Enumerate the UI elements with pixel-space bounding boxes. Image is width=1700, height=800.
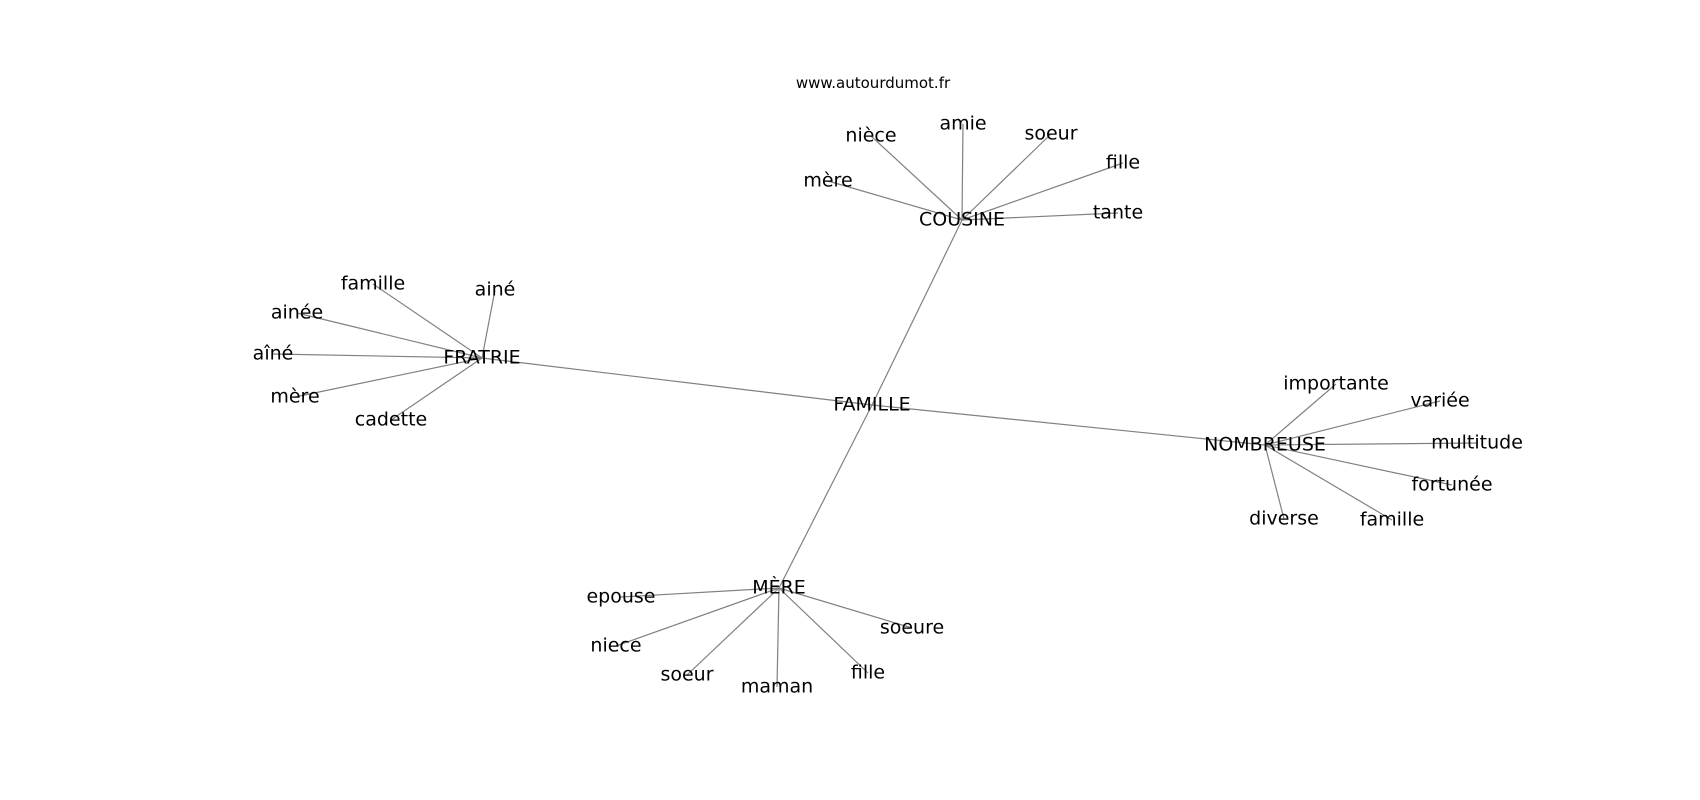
word-node-cousine-tante[interactable]: tante [1093,202,1143,224]
word-node-nombreuse-importante[interactable]: importante [1283,373,1389,395]
edge-mere-maman [776,587,780,688]
edge-mere-epouse [620,587,780,598]
edge-nombreuse-variee [1264,400,1441,446]
word-node-fratrie-cadette[interactable]: cadette [355,409,427,431]
hub-node-fratrie[interactable]: FRATRIE [443,347,520,369]
word-node-fratrie-aine[interactable]: aîné [253,343,294,365]
word-node-cousine-amie[interactable]: amie [939,113,986,135]
graph-edges [272,123,1478,688]
edge-nombreuse-multitude [1264,442,1478,446]
hub-node-cousine[interactable]: COUSINE [919,209,1005,231]
edge-cousine-mere [827,180,963,221]
edge-nombreuse-fortunee [1264,444,1453,486]
edge-center-nombreuse [871,404,1266,446]
word-node-mere-soeure[interactable]: soeure [880,617,944,639]
word-node-mere-niece[interactable]: niece [590,635,641,657]
word-node-nombreuse-fortunee[interactable]: fortunée [1411,474,1492,496]
edge-nombreuse-diverse [1264,444,1285,520]
edge-fratrie-mere [294,357,483,398]
edge-fratrie-famille [372,283,483,359]
edge-mere-niece [615,587,780,647]
edge-fratrie-ainee [296,312,483,359]
graph-labels: www.autourdumot.fr FAMILLE COUSINE nièce am… [253,74,1523,698]
edge-fratrie-cadette [390,357,483,421]
center-node-label[interactable]: FAMILLE [833,394,910,416]
hub-node-nombreuse[interactable]: NOMBREUSE [1204,434,1326,456]
edge-center-mere [778,404,873,589]
word-node-mere-epouse[interactable]: epouse [586,586,655,608]
word-node-cousine-mere[interactable]: mère [803,170,852,192]
edge-nombreuse-famille [1264,444,1393,521]
edge-nombreuse-importante [1264,383,1337,446]
hub-node-mere[interactable]: MÈRE [752,576,806,599]
word-node-fratrie-famille[interactable]: famille [341,273,405,295]
edge-cousine-tante [961,212,1119,221]
word-node-mere-soeur[interactable]: soeur [660,664,713,686]
edge-cousine-fille [961,162,1124,221]
word-node-nombreuse-variee[interactable]: variée [1410,390,1469,412]
word-node-mere-maman[interactable]: maman [741,676,813,698]
edge-cousine-niece [870,135,963,221]
edge-center-fratrie [481,357,873,406]
word-node-fratrie-aine[interactable]: ainé [475,279,516,301]
word-node-nombreuse-famille[interactable]: famille [1360,509,1424,531]
word-node-fratrie-ainee[interactable]: ainée [271,302,323,324]
word-node-cousine-niece[interactable]: nièce [845,125,896,147]
edge-fratrie-aine [481,289,496,359]
site-url[interactable]: www.autourdumot.fr [796,74,951,92]
edge-cousine-soeur [961,133,1052,221]
edge-mere-fille [778,587,869,674]
word-node-cousine-fille[interactable]: fille [1106,152,1140,174]
edge-mere-soeure [778,587,913,629]
word-node-nombreuse-diverse[interactable]: diverse [1249,508,1319,530]
edge-cousine-amie [961,123,964,221]
word-node-cousine-soeur[interactable]: soeur [1024,123,1077,145]
word-node-nombreuse-multitude[interactable]: multitude [1431,432,1523,454]
word-node-mere-fille[interactable]: fille [851,662,885,684]
edge-fratrie-aine [272,353,483,359]
word-node-fratrie-mere[interactable]: mère [270,386,319,408]
edge-center-cousine [871,219,963,406]
edge-mere-soeur [686,587,780,676]
